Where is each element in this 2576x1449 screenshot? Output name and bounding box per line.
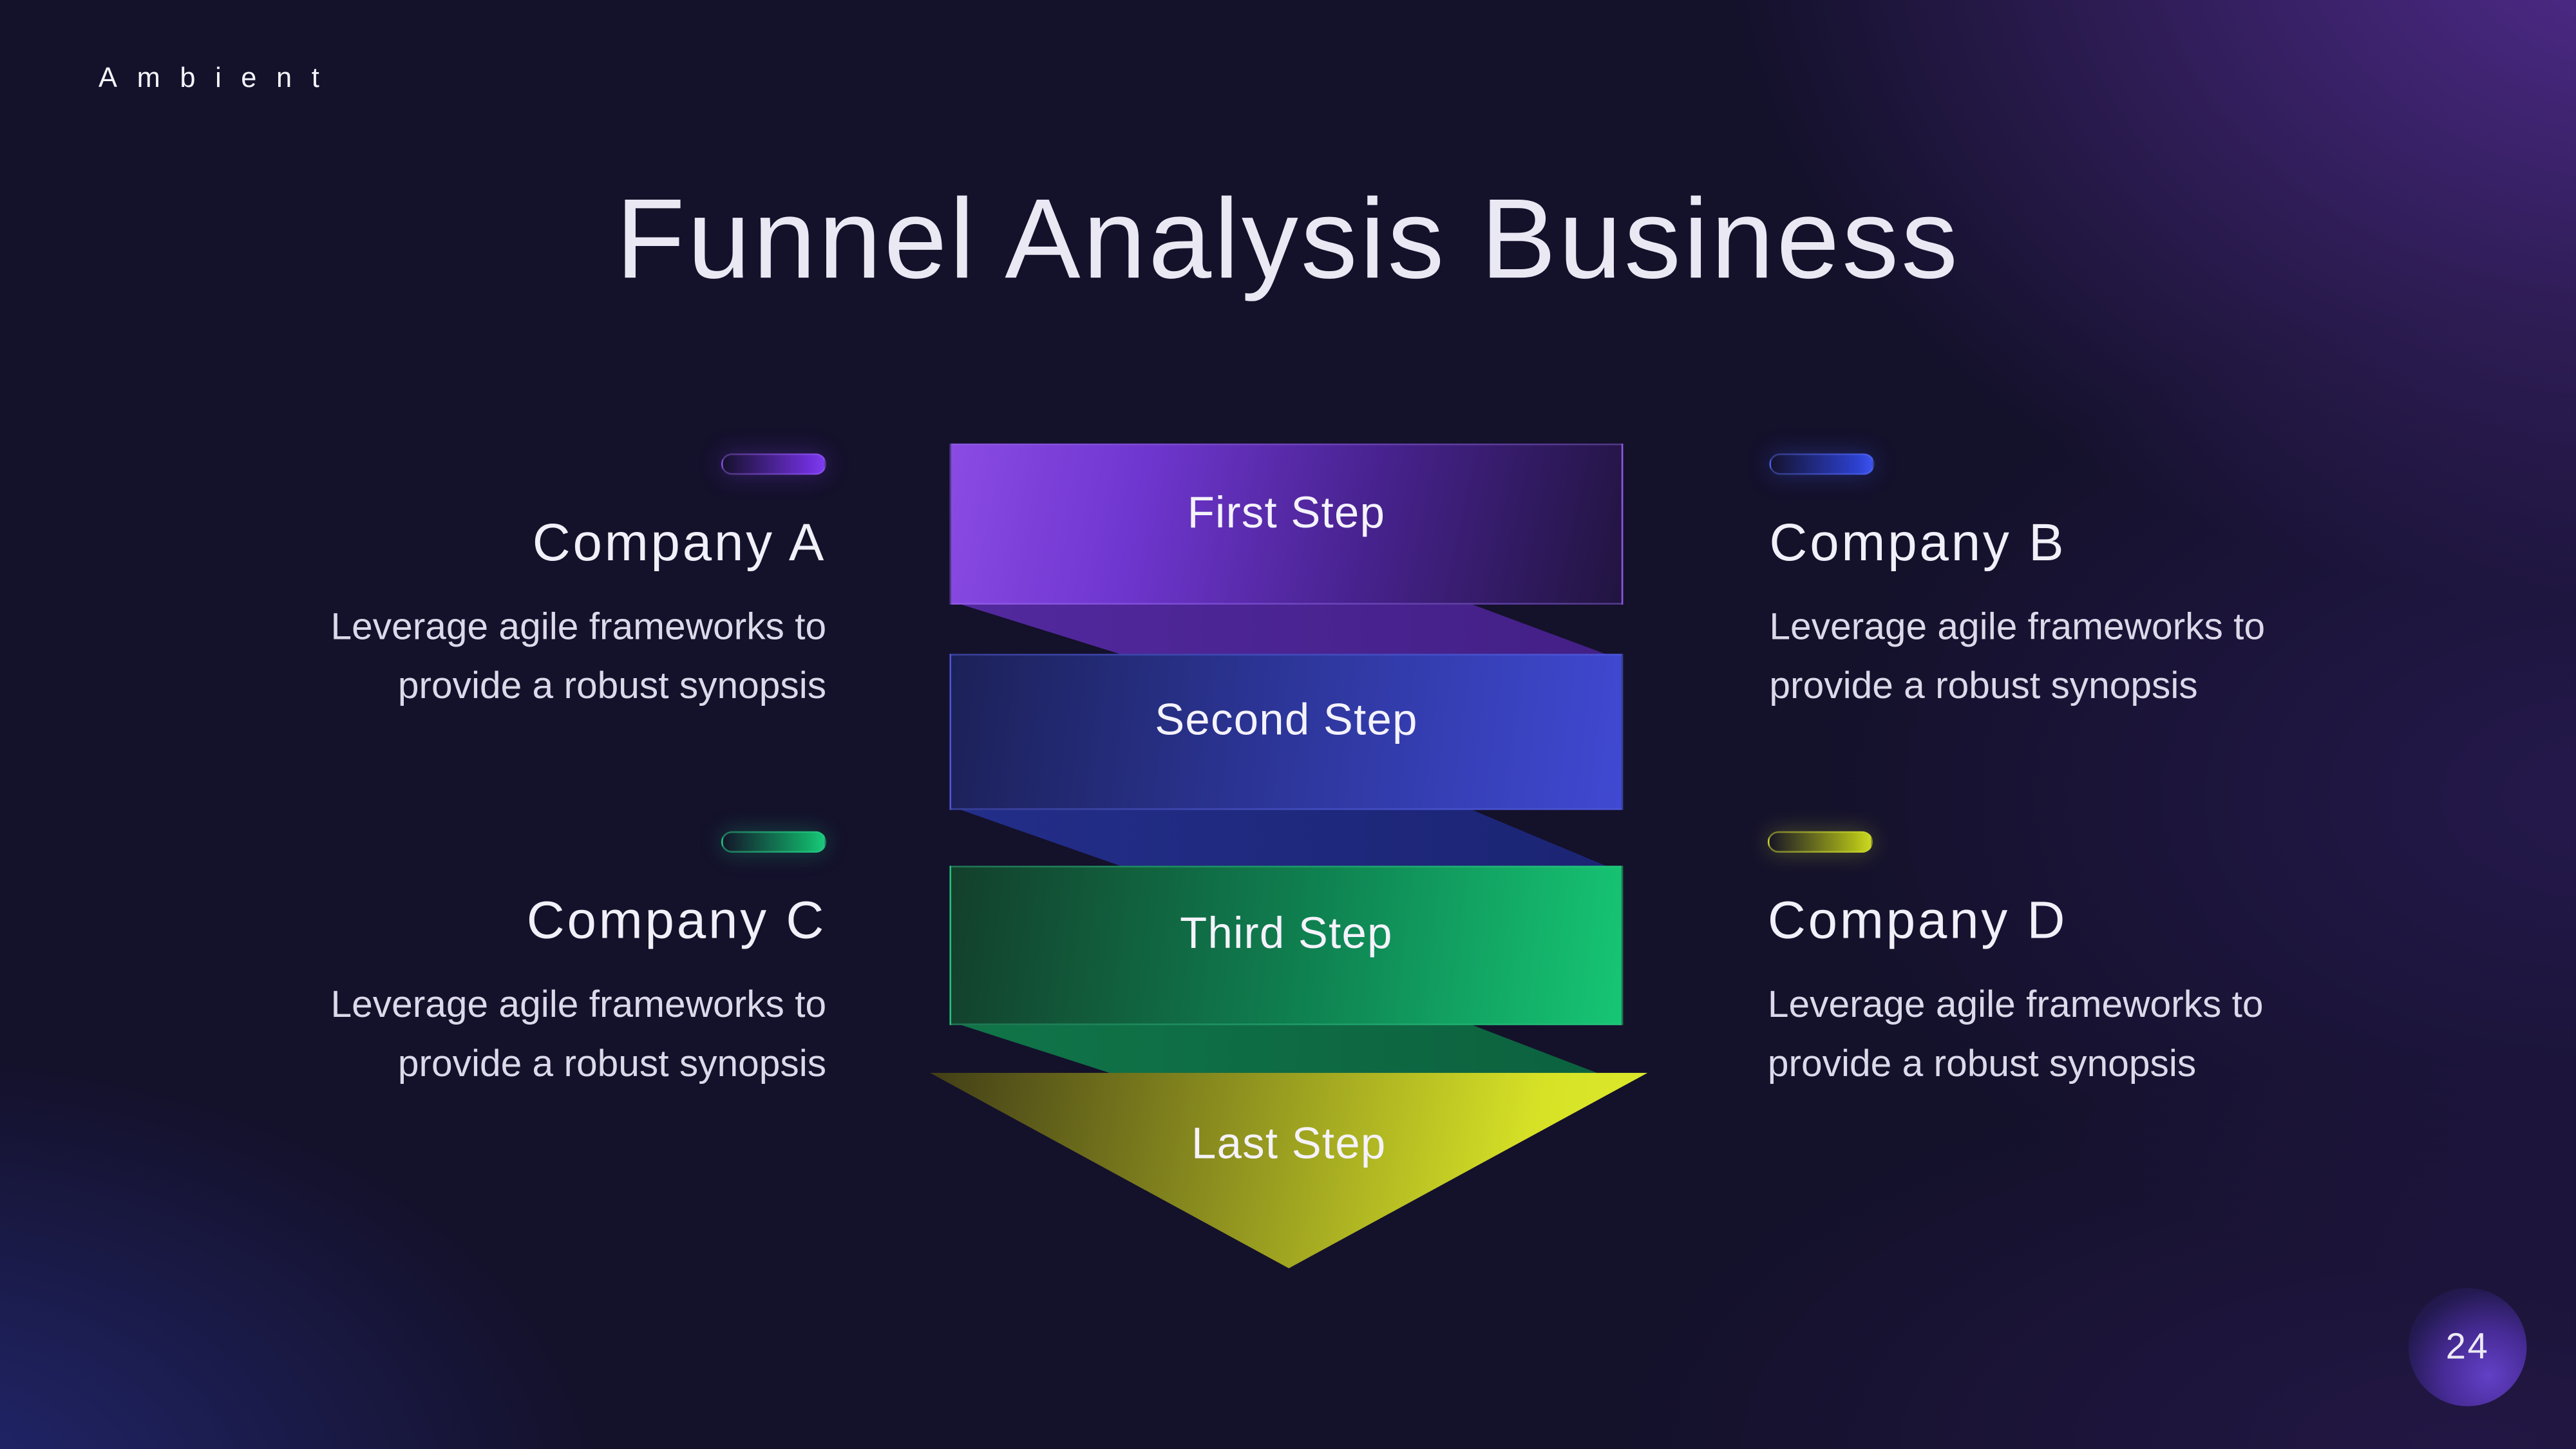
company-card-d: Company D Leverage agile frameworks to p… [1767, 831, 2474, 1093]
funnel-step-last-label: Last Step [1191, 1119, 1387, 1168]
page-number: 24 [2445, 1325, 2490, 1367]
company-d-description-line2: provide a robust synopsis [1767, 1041, 2197, 1084]
funnel-step-first: First Step [949, 443, 1624, 605]
company-d-description-line1: Leverage agile frameworks to [1767, 982, 2264, 1025]
company-c-accent-pill [721, 831, 827, 853]
company-b-accent-pill [1769, 453, 1875, 475]
company-a-description: Leverage agile frameworks to provide a r… [330, 596, 826, 715]
company-b-description-line2: provide a robust synopsis [1769, 663, 2198, 706]
funnel-step-second-label: Second Step [1155, 695, 1418, 744]
funnel-connector-1 [956, 603, 1610, 656]
company-card-c: Company C Leverage agile frameworks to p… [120, 831, 827, 1093]
funnel-connector-2 [956, 808, 1610, 867]
company-b-name: Company B [1769, 512, 2067, 572]
company-a-description-line1: Leverage agile frameworks to [330, 604, 827, 648]
funnel-connector-3 [956, 1023, 1610, 1078]
company-a-description-line2: provide a robust synopsis [397, 663, 827, 706]
company-c-description-line2: provide a robust synopsis [397, 1041, 827, 1084]
page-number-badge: 24 [2408, 1287, 2527, 1406]
funnel-step-third: Third Step [949, 866, 1624, 1025]
company-c-name: Company C [526, 890, 827, 950]
company-a-name: Company A [532, 512, 827, 572]
company-card-a: Company A Leverage agile frameworks to p… [120, 453, 827, 715]
company-a-accent-pill [721, 453, 827, 475]
company-b-description: Leverage agile frameworks to provide a r… [1769, 596, 2265, 715]
slide-title: Funnel Analysis Business [616, 175, 1960, 303]
funnel-step-last: Last Step [929, 1072, 1648, 1269]
funnel-step-first-label: First Step [1187, 487, 1386, 536]
brand-logo: Ambient [99, 62, 339, 94]
company-b-description-line1: Leverage agile frameworks to [1769, 604, 2266, 648]
company-c-description: Leverage agile frameworks to provide a r… [330, 974, 826, 1093]
company-d-name: Company D [1767, 890, 2068, 950]
company-card-b: Company B Leverage agile frameworks to p… [1769, 453, 2476, 715]
company-d-accent-pill [1767, 831, 1873, 853]
company-c-description-line1: Leverage agile frameworks to [330, 982, 827, 1025]
company-d-description: Leverage agile frameworks to provide a r… [1768, 974, 2264, 1093]
funnel-step-third-label: Third Step [1180, 908, 1393, 958]
funnel-step-second: Second Step [949, 654, 1624, 810]
